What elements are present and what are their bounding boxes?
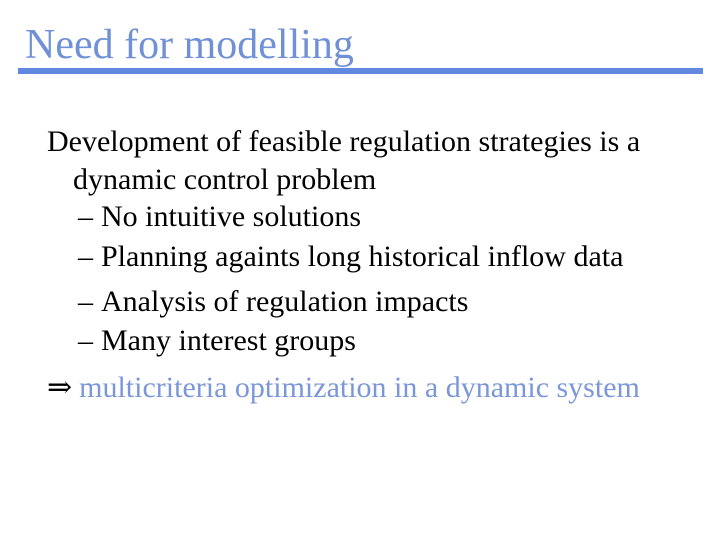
bullet-item: –Planning againts long historical inflow… — [78, 240, 623, 274]
conclusion-text: multicriteria optimization in a dynamic … — [79, 371, 640, 404]
title-underline-rule — [18, 68, 703, 74]
dash-bullet-marker: – — [78, 200, 93, 233]
slide-title: Need for modelling — [25, 22, 354, 68]
dash-bullet-marker: – — [78, 324, 93, 357]
bullet-item: –Analysis of regulation impacts — [78, 285, 468, 319]
conclusion-line: ⇒multicriteria optimization in a dynamic… — [47, 371, 640, 405]
paragraph-line-2: dynamic control problem — [73, 163, 377, 196]
dash-bullet-marker: – — [78, 285, 93, 318]
bullet-text: Analysis of regulation impacts — [101, 285, 469, 318]
implies-arrow-icon: ⇒ — [47, 371, 73, 404]
paragraph-line-1: Development of feasible regulation strat… — [47, 125, 641, 158]
bullet-item: –No intuitive solutions — [78, 200, 361, 234]
bullet-text: No intuitive solutions — [101, 200, 362, 233]
dash-bullet-marker: – — [78, 240, 93, 273]
bullet-item: –Many interest groups — [78, 324, 356, 358]
bullet-text: Many interest groups — [101, 324, 356, 357]
bullet-text: Planning againts long historical inflow … — [101, 240, 624, 273]
